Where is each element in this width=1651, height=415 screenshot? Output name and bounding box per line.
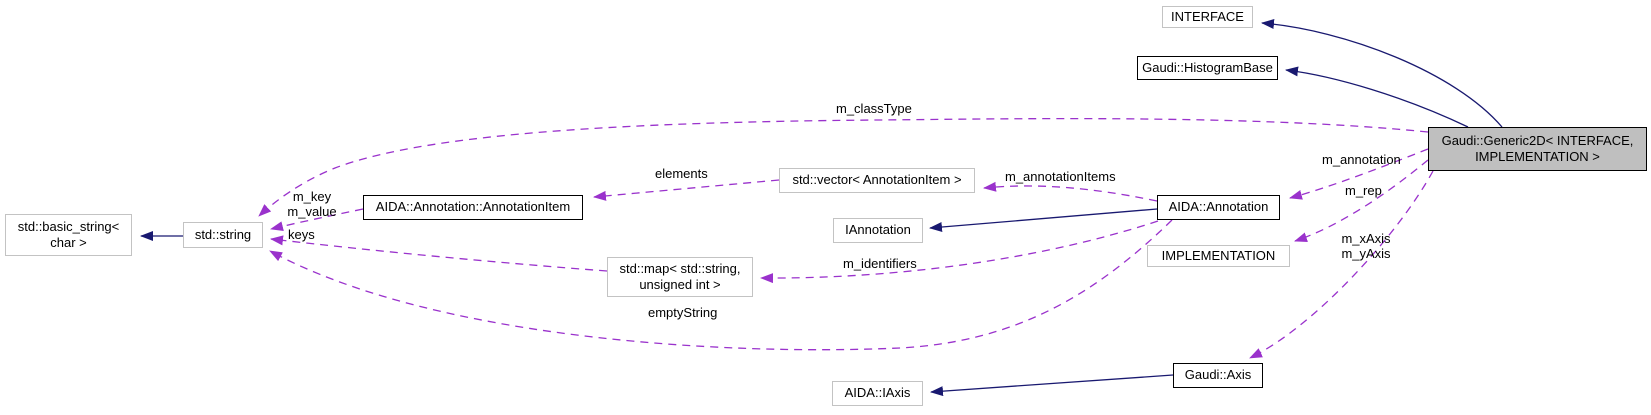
edge-usage-elements bbox=[593, 179, 780, 201]
node-iannotation: IAnnotation bbox=[833, 218, 923, 243]
edge-usage-keys bbox=[270, 235, 608, 272]
node-implementation: IMPLEMENTATION bbox=[1147, 245, 1290, 267]
edge-usage-m-annotationitems bbox=[983, 181, 1158, 202]
edge-label-m-annotation: m_annotation bbox=[1322, 152, 1401, 167]
edge-usage-m-identifiers bbox=[760, 220, 1159, 284]
node-std-basic-string: std::basic_string< char > bbox=[5, 214, 132, 256]
node-gaudi-axis[interactable]: Gaudi::Axis bbox=[1173, 363, 1263, 388]
edge-inherit-generic2d-histogrambase bbox=[1285, 66, 1469, 128]
node-std-vector-annotationitem: std::vector< AnnotationItem > bbox=[779, 168, 975, 193]
edge-label-m-identifiers: m_identifiers bbox=[843, 256, 917, 271]
node-aida-annotation-annotationitem[interactable]: AIDA::Annotation::AnnotationItem bbox=[363, 195, 583, 220]
edge-inherit-annotation-iannotation bbox=[929, 208, 1158, 232]
node-aida-annotation[interactable]: AIDA::Annotation bbox=[1157, 195, 1280, 220]
edge-usage-m-key-m-value bbox=[270, 208, 364, 232]
edge-usage-m-rep bbox=[1294, 159, 1429, 242]
edge-label-m-key-m-value: m_key m_value bbox=[287, 189, 337, 219]
edge-usage-m-xaxis-m-yaxis bbox=[1249, 170, 1434, 359]
edge-label-m-rep: m_rep bbox=[1345, 183, 1382, 198]
edge-label-keys: keys bbox=[288, 227, 315, 242]
edge-usage-emptystring bbox=[269, 219, 1173, 351]
node-gaudi-histogrambase[interactable]: Gaudi::HistogramBase bbox=[1137, 56, 1278, 80]
node-std-string: std::string bbox=[183, 222, 263, 248]
edge-inherit-axis-iaxis bbox=[930, 374, 1174, 397]
node-gaudi-generic2d: Gaudi::Generic2D< INTERFACE, IMPLEMENTAT… bbox=[1428, 127, 1647, 171]
edge-label-elements: elements bbox=[655, 166, 708, 181]
edge-label-m-annotationitems: m_annotationItems bbox=[1005, 169, 1116, 184]
edge-label-emptystring: emptyString bbox=[648, 305, 718, 320]
edge-label-m-xaxis-m-yaxis: m_xAxis m_yAxis bbox=[1341, 231, 1391, 261]
edge-usage-m-annotation bbox=[1289, 148, 1429, 200]
node-interface: INTERFACE bbox=[1162, 6, 1253, 28]
node-std-map: std::map< std::string, unsigned int > bbox=[607, 257, 753, 297]
node-aida-iaxis: AIDA::IAxis bbox=[832, 381, 923, 406]
edge-inherit-generic2d-interface bbox=[1261, 19, 1503, 128]
edge-label-m-classtype: m_classType bbox=[836, 101, 912, 116]
